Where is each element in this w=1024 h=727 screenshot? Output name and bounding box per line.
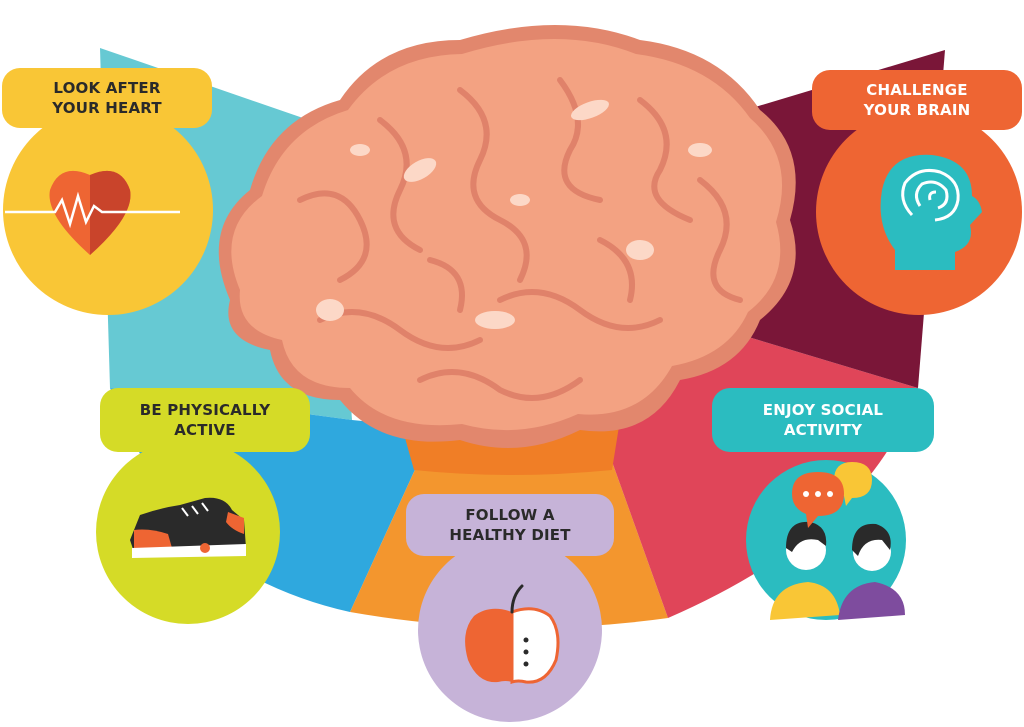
- label-enjoy-social-activity: ENJOY SOCIAL ACTIVITY: [712, 388, 934, 452]
- label-challenge-your-brain: CHALLENGE YOUR BRAIN: [812, 70, 1022, 130]
- label-heart-line1: LOOK AFTER: [53, 79, 161, 97]
- head-maze-icon: [880, 154, 982, 270]
- heart-pulse-icon: [5, 170, 180, 255]
- heart-section: [3, 105, 213, 315]
- label-diet-line1: FOLLOW A: [465, 506, 555, 524]
- label-social-line1: ENJOY SOCIAL: [762, 401, 884, 419]
- brain-body: [231, 39, 783, 431]
- label-brain-line1: CHALLENGE: [866, 81, 968, 99]
- sneaker-icon: [130, 497, 246, 558]
- brain-illustration: [218, 25, 796, 448]
- label-brain-line2: YOUR BRAIN: [863, 101, 971, 119]
- brain-highlights: [316, 99, 712, 329]
- label-heart-line2: YOUR HEART: [52, 99, 162, 117]
- diet-section: [418, 538, 602, 722]
- people-chat-icon: [770, 462, 905, 620]
- label-look-after-your-heart: LOOK AFTER YOUR HEART: [2, 68, 212, 128]
- label-diet-line2: HEALTHY DIET: [449, 526, 571, 544]
- apple-icon: [465, 584, 560, 685]
- label-be-physically-active: BE PHYSICALLY ACTIVE: [100, 388, 310, 452]
- brain-section: [816, 109, 1022, 315]
- label-active-line2: ACTIVE: [174, 421, 236, 439]
- brain-folds: [297, 77, 743, 401]
- label-active-line1: BE PHYSICALLY: [139, 401, 271, 419]
- active-section: [96, 440, 280, 624]
- social-section: [746, 460, 906, 620]
- label-social-line2: ACTIVITY: [783, 421, 863, 439]
- label-follow-a-healthy-diet: FOLLOW A HEALTHY DIET: [406, 494, 614, 556]
